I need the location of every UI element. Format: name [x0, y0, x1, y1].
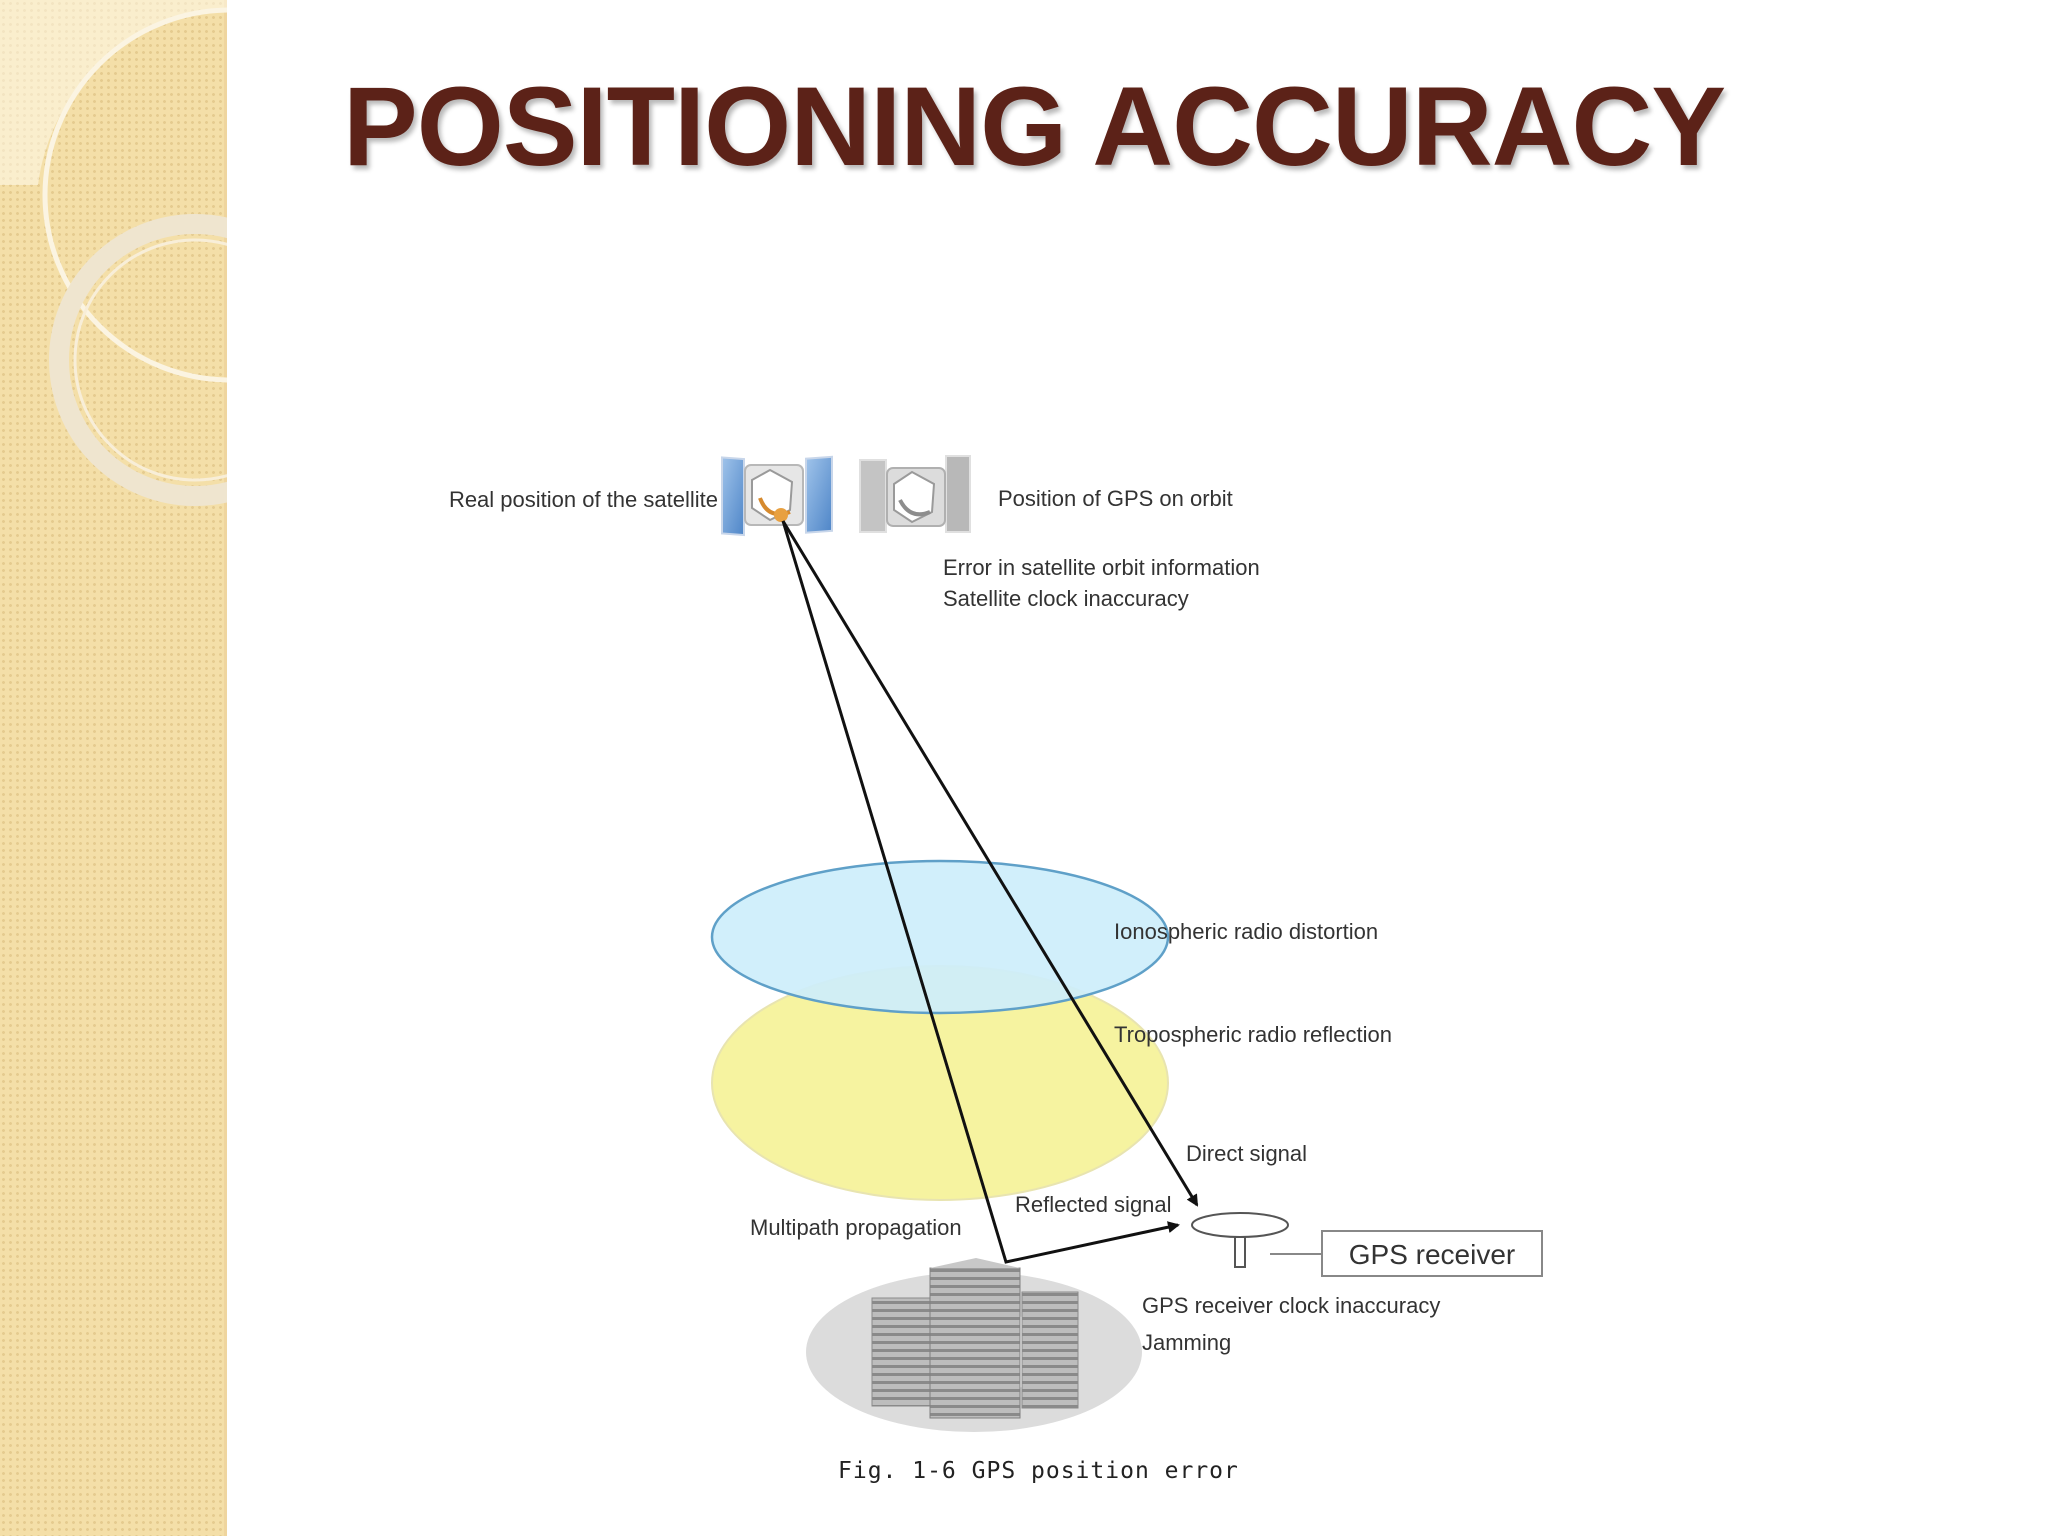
orbit-error-label: Error in satellite orbit information: [943, 555, 1260, 580]
reflected-signal-line: [781, 520, 1180, 1264]
thick-ring-shape: [49, 214, 227, 506]
ring-highlight-shape: [0, 0, 227, 185]
orbit-satellite-icon: [859, 455, 971, 533]
sidebar-decoration: [0, 0, 227, 1536]
page-title: POSITIONING ACCURACY: [343, 64, 1726, 189]
clock-error-label: Satellite clock inaccuracy: [943, 586, 1189, 611]
gps-antenna-icon: [1191, 1212, 1289, 1268]
jamming-label: Jamming: [1142, 1330, 1231, 1355]
real-satellite-icon: [721, 455, 833, 537]
gps-receiver-box: [1321, 1230, 1543, 1277]
troposphere-label: Tropospheric radio reflection: [1114, 1022, 1392, 1047]
real-position-label: Real position of the satellite: [449, 487, 718, 512]
direct-signal-line: [781, 520, 1199, 1207]
ionosphere-label: Ionospheric radio distortion: [1114, 919, 1378, 944]
reflected-signal-label: Reflected signal: [1015, 1192, 1172, 1217]
direct-signal-label: Direct signal: [1186, 1141, 1307, 1166]
decorative-rings: [0, 0, 227, 506]
orbit-position-label: Position of GPS on orbit: [998, 486, 1233, 511]
figure-caption: Fig. 1-6 GPS position error: [838, 1458, 1239, 1484]
inner-ring-shape: [73, 238, 227, 482]
city-buildings-icon: [806, 1258, 1142, 1432]
ionosphere-layer: [710, 859, 1170, 1015]
large-ring-shape: [42, 7, 227, 383]
multipath-label: Multipath propagation: [750, 1215, 962, 1240]
receiver-clock-label: GPS receiver clock inaccuracy: [1142, 1293, 1440, 1318]
gps-receiver-label: GPS receiver: [1349, 1239, 1516, 1270]
